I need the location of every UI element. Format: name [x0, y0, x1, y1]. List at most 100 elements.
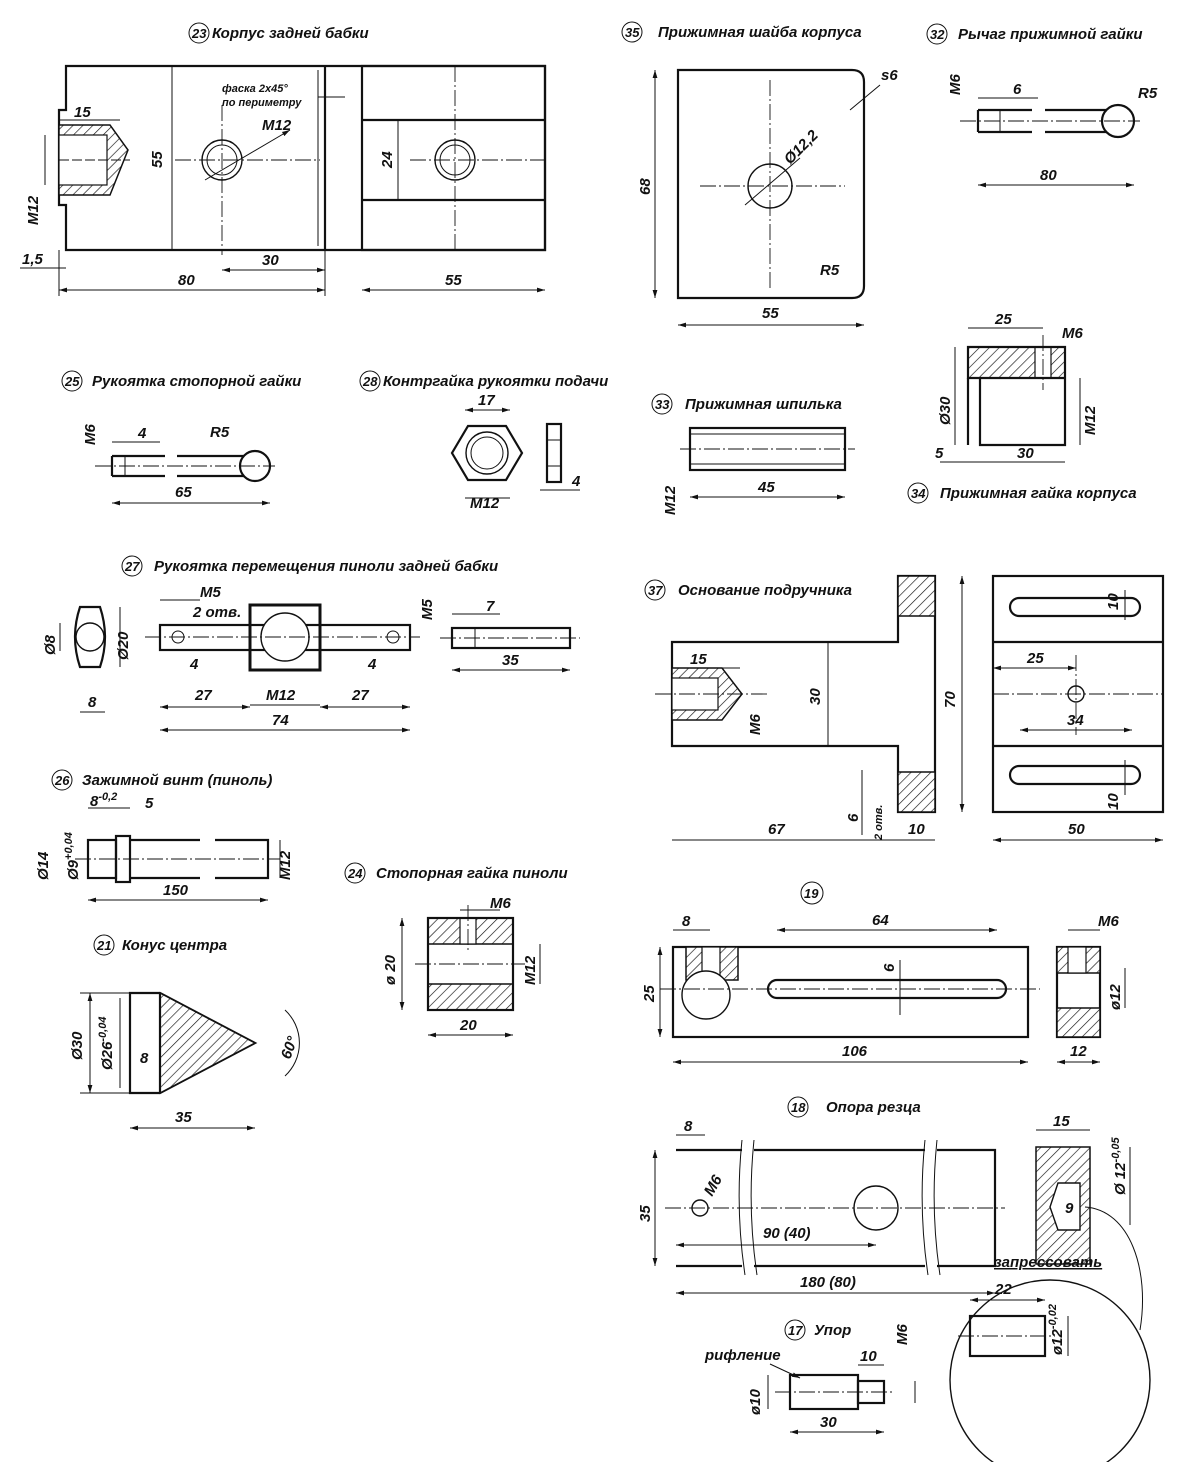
part-17-stop: 17 Упор рифление 10 M6 ø10 30	[704, 1319, 916, 1435]
part-26-dia9: Ø9+0,04	[63, 832, 82, 880]
part-27-dia20: Ø20	[115, 631, 132, 660]
part-34-dim-5: 5	[935, 445, 944, 462]
part-26-title: Зажимной винт (пиноль)	[82, 772, 272, 789]
part-26-clamp-screw: 26 Зажимной винт (пиноль) 8-0,2 5 Ø14 Ø9…	[35, 769, 294, 903]
part-37-dim-50: 50	[1068, 821, 1085, 838]
part-27-dim-74: 74	[272, 712, 289, 729]
part-33-clamp-stud: 33 Прижимная шпилька M12 45	[651, 393, 855, 515]
part-23-chamfer: фаска 2х45°	[222, 83, 288, 95]
part-19-m6: M6	[1098, 913, 1119, 930]
part-23-dim-15: 15	[74, 104, 91, 121]
part-18-m6: M6	[701, 1172, 726, 1199]
part-26-m12: M12	[277, 850, 294, 880]
part-37-dim-10: 10	[908, 821, 925, 838]
press-fit-label: запрессовать	[994, 1254, 1102, 1271]
part-25-r5: R5	[210, 424, 230, 441]
part-34-number: 34	[911, 486, 926, 501]
part-37-dim-6: 6	[845, 813, 862, 822]
part-37-dim-67: 67	[768, 821, 785, 838]
part-21-dim-35: 35	[175, 1109, 192, 1126]
part-24-dim-20: 20	[459, 1017, 477, 1034]
part-32-r5: R5	[1138, 85, 1158, 102]
part-34-dim-25: 25	[994, 311, 1012, 328]
part-18-dia12: Ø 12-0,05	[1110, 1137, 1129, 1195]
part-27-dim-4a: 4	[189, 656, 199, 673]
part-37-dim-34: 34	[1067, 712, 1084, 729]
part-35-dim-55: 55	[762, 305, 779, 322]
part-19-dim-8: 8	[682, 913, 691, 930]
part-21-dia26: Ø26-0,04	[97, 1017, 116, 1070]
part-27-m12: M12	[266, 687, 296, 704]
part-23-dim-30: 30	[262, 252, 279, 269]
part-25-m6: M6	[82, 424, 99, 445]
part-32-m6: M6	[947, 74, 964, 95]
part-23-m12-side: M12	[25, 195, 42, 225]
part-28-m12: M12	[470, 495, 500, 512]
part-18-tool-support: 18 Опора резца 8 M6 35 90 (40) 180 (80) …	[637, 1096, 1131, 1296]
part-35-title: Прижимная шайба корпуса	[658, 24, 862, 41]
part-19-dim-106: 106	[842, 1043, 868, 1060]
part-37-dim-10a: 10	[1105, 593, 1122, 610]
part-35-r5: R5	[820, 262, 840, 279]
part-17-dim-10: 10	[860, 1348, 877, 1365]
part-18-dim-15: 15	[1053, 1113, 1070, 1130]
part-21-angle: 60°	[278, 1033, 302, 1061]
part-19-dim-12: 12	[1070, 1043, 1087, 1060]
part-27-dim-8: 8	[88, 694, 97, 711]
press-fit-dia12: ø12-0,02	[1047, 1304, 1066, 1355]
part-23-chamfer-sub: по периметру	[222, 97, 302, 109]
part-18-number: 18	[791, 1100, 806, 1115]
part-27-dim-7: 7	[486, 598, 495, 615]
part-28-title: Контргайка рукоятки подачи	[383, 373, 608, 390]
part-19-bar: 19 8 64 6 25 106 M6 ø12 12	[641, 881, 1126, 1065]
part-23-dim-55: 55	[149, 151, 166, 168]
part-37-title: Основание подручника	[678, 582, 852, 599]
part-32-dim-6: 6	[1013, 81, 1022, 98]
part-21-title: Конус центра	[122, 937, 227, 954]
press-fit-detail: запрессовать 22 ø12-0,02	[949, 1206, 1151, 1462]
part-25-dim-4: 4	[137, 425, 147, 442]
part-33-title: Прижимная шпилька	[685, 396, 842, 413]
part-34-title: Прижимная гайка корпуса	[940, 485, 1137, 502]
part-18-dim-180: 180 (80)	[800, 1274, 856, 1291]
part-17-title: Упор	[814, 1322, 851, 1339]
part-25-title: Рукоятка стопорной гайки	[92, 373, 301, 390]
part-23-side-view	[360, 64, 547, 252]
part-27-title: Рукоятка перемещения пиноли задней бабки	[154, 558, 498, 575]
part-37-tool-rest-base: 37 Основание подручника 15 M6 30 70 67 6…	[644, 574, 1165, 843]
part-17-dim-30: 30	[820, 1414, 837, 1431]
part-23-m12-hole: M12	[262, 117, 292, 134]
part-37-dim-25: 25	[1026, 650, 1044, 667]
part-33-m12: M12	[662, 485, 679, 515]
part-21-dim-8: 8	[140, 1050, 149, 1067]
part-27-dia8: Ø8	[42, 634, 59, 655]
part-33-dim-45: 45	[757, 479, 775, 496]
part-27-dim-27a: 27	[194, 687, 212, 704]
part-37-dim-30: 30	[807, 688, 824, 705]
part-24-quill-lock-nut: 24 Стопорная гайка пиноли M6 ø 20 M12 20	[344, 862, 568, 1038]
part-27-dim-4b: 4	[367, 656, 377, 673]
part-28-dim-17: 17	[478, 392, 495, 409]
part-21-dia30: Ø30	[69, 1031, 86, 1060]
part-33-number: 33	[655, 397, 670, 412]
part-23-number-circle	[188, 22, 210, 44]
part-24-m6: M6	[490, 895, 511, 912]
part-23-dim-80: 80	[178, 272, 195, 289]
part-17-knurl: рифление	[704, 1347, 781, 1364]
part-37-dim-10b: 10	[1105, 793, 1122, 810]
part-23-dim-1-5: 1,5	[22, 251, 44, 268]
part-17-dia10: ø10	[747, 1388, 764, 1415]
part-25-lock-nut-handle: 25 Рукоятка стопорной гайки M6 4 R5 65	[61, 370, 301, 506]
part-32-nut-lever: 32 Рычаг прижимной гайки M6 6 R5 80	[926, 23, 1158, 188]
part-25-dim-65: 65	[175, 484, 192, 501]
part-34-m6: M6	[1062, 325, 1083, 342]
part-37-number: 37	[648, 583, 663, 598]
part-35-dia: Ø12,2	[781, 126, 822, 167]
part-19-number: 19	[804, 886, 819, 901]
part-23-number: 23	[191, 26, 207, 41]
part-35-clamp-washer: 35 Прижимная шайба корпуса Ø12,2 s6 68 R…	[621, 21, 898, 328]
part-24-m12: M12	[522, 955, 539, 985]
part-28-dim-4: 4	[571, 473, 581, 490]
part-27-m5: M5	[200, 584, 221, 601]
part-34-dia30: Ø30	[937, 396, 954, 425]
